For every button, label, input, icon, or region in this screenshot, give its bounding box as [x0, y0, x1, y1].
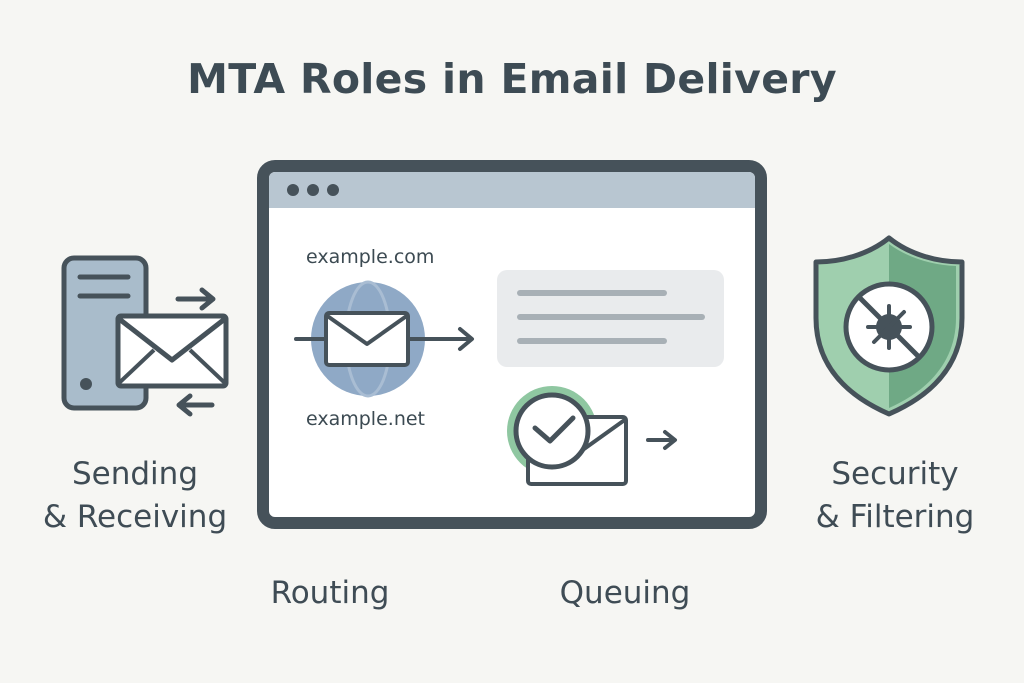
- window-dot-icon: [327, 184, 339, 196]
- caption-line: Sending: [71, 456, 198, 492]
- window-dot-icon: [287, 184, 299, 196]
- message-line: [517, 290, 667, 296]
- message-line: [517, 338, 667, 344]
- caption-sending-receiving: Sending & Receiving: [20, 453, 250, 539]
- caption-line: & Receiving: [42, 499, 228, 535]
- window-dot-icon: [307, 184, 319, 196]
- diagram-title: MTA Roles in Email Delivery: [187, 55, 837, 103]
- caption-queuing: Queuing: [559, 575, 691, 611]
- caption-security-filtering: Security & Filtering: [780, 453, 1010, 539]
- window-title-bar: [269, 172, 755, 208]
- caption-line: & Filtering: [815, 499, 975, 535]
- message-preview-card: [497, 270, 724, 367]
- message-line: [517, 314, 705, 320]
- domain-label-bottom: example.net: [306, 408, 426, 430]
- caption-line: Security: [831, 456, 959, 492]
- domain-label-top: example.com: [306, 246, 435, 268]
- caption-routing: Routing: [270, 575, 390, 611]
